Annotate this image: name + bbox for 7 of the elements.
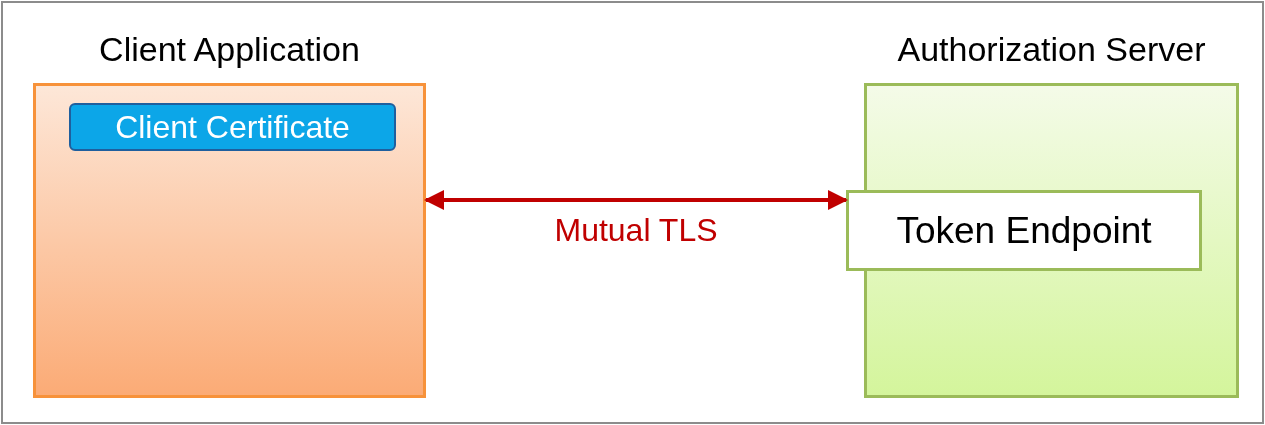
box-heading: Authorization Server <box>896 30 1207 69</box>
box-label: Token Endpoint <box>896 209 1152 252</box>
box-heading: Client Application <box>98 30 361 69</box>
box-label: Client Certificate <box>115 108 350 146</box>
endpoint-box <box>846 190 1202 271</box>
certificate-badge <box>69 103 396 151</box>
double-arrow <box>424 190 848 210</box>
